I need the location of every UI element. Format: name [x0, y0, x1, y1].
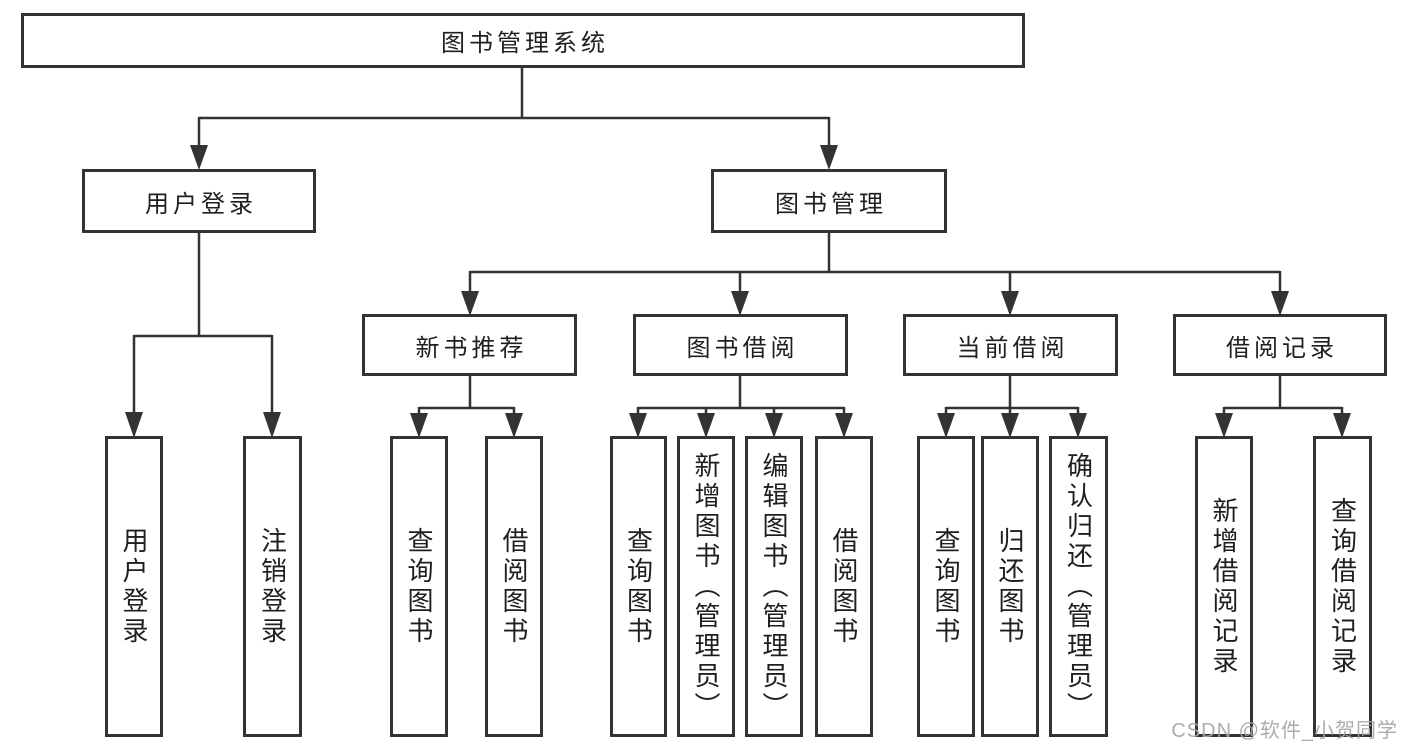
leaf-label: 新增借阅记录 — [1209, 496, 1239, 677]
connector-borrowing-records — [1215, 376, 1351, 438]
leaf-label: 确认归还（管理员） — [1063, 451, 1094, 722]
leaf-label: 新增图书（管理员） — [691, 451, 721, 722]
leaf-user-login: 用户登录 — [105, 436, 163, 737]
node-library-management-system: 图书管理系统 — [21, 13, 1025, 68]
leaf-label: 编辑图书（管理员） — [759, 451, 789, 722]
leaf-edit-books-admin: 编辑图书（管理员） — [745, 436, 803, 737]
leaf-query-borrow-record: 查询借阅记录 — [1313, 436, 1372, 737]
node-book-borrowing: 图书借阅 — [633, 314, 848, 376]
leaf-borrow-books-recommend: 借阅图书 — [485, 436, 543, 737]
node-label: 新书推荐 — [415, 334, 528, 362]
node-label: 图书管理系统 — [441, 30, 609, 57]
leaf-query-books-borrowing: 查询图书 — [610, 436, 667, 737]
node-label: 图书借阅 — [686, 334, 799, 362]
leaf-label: 用户登录 — [119, 526, 149, 647]
node-label: 用户登录 — [145, 190, 257, 218]
leaf-add-borrow-record: 新增借阅记录 — [1195, 436, 1253, 737]
node-borrowing-records: 借阅记录 — [1173, 314, 1387, 376]
node-current-borrowing: 当前借阅 — [903, 314, 1118, 376]
leaf-label: 注销登录 — [257, 526, 288, 647]
leaf-label: 查询借阅记录 — [1327, 496, 1358, 677]
leaf-return-books: 归还图书 — [981, 436, 1039, 737]
node-book-management: 图书管理 — [711, 169, 947, 233]
leaf-logout: 注销登录 — [243, 436, 302, 737]
leaf-query-books-recommend: 查询图书 — [390, 436, 448, 737]
leaf-label: 查询图书 — [931, 526, 961, 647]
leaf-confirm-return-admin: 确认归还（管理员） — [1049, 436, 1108, 737]
leaf-add-books-admin: 新增图书（管理员） — [677, 436, 735, 737]
leaf-label: 借阅图书 — [829, 526, 859, 647]
node-label: 图书管理 — [775, 190, 887, 218]
leaf-label: 借阅图书 — [499, 526, 529, 647]
connector-root-to-level2 — [190, 68, 838, 170]
connector-book-borrowing — [629, 376, 853, 438]
leaf-query-books-current: 查询图书 — [917, 436, 975, 737]
node-new-book-recommend: 新书推荐 — [362, 314, 577, 376]
leaf-borrow-books: 借阅图书 — [815, 436, 873, 737]
connector-current-borrowing — [937, 376, 1087, 438]
leaf-label: 归还图书 — [995, 526, 1025, 647]
node-user-login-branch: 用户登录 — [82, 169, 316, 233]
node-label: 当前借阅 — [956, 334, 1069, 362]
node-label: 借阅记录 — [1226, 334, 1338, 362]
connector-book-management-branch — [461, 232, 1289, 316]
leaf-label: 查询图书 — [404, 526, 434, 647]
connector-new-book-recommend — [410, 376, 523, 438]
leaf-label: 查询图书 — [623, 526, 654, 647]
csdn-watermark: CSDN @软件_小贺同学 — [1171, 720, 1398, 742]
connector-user-login-branch — [125, 232, 281, 438]
